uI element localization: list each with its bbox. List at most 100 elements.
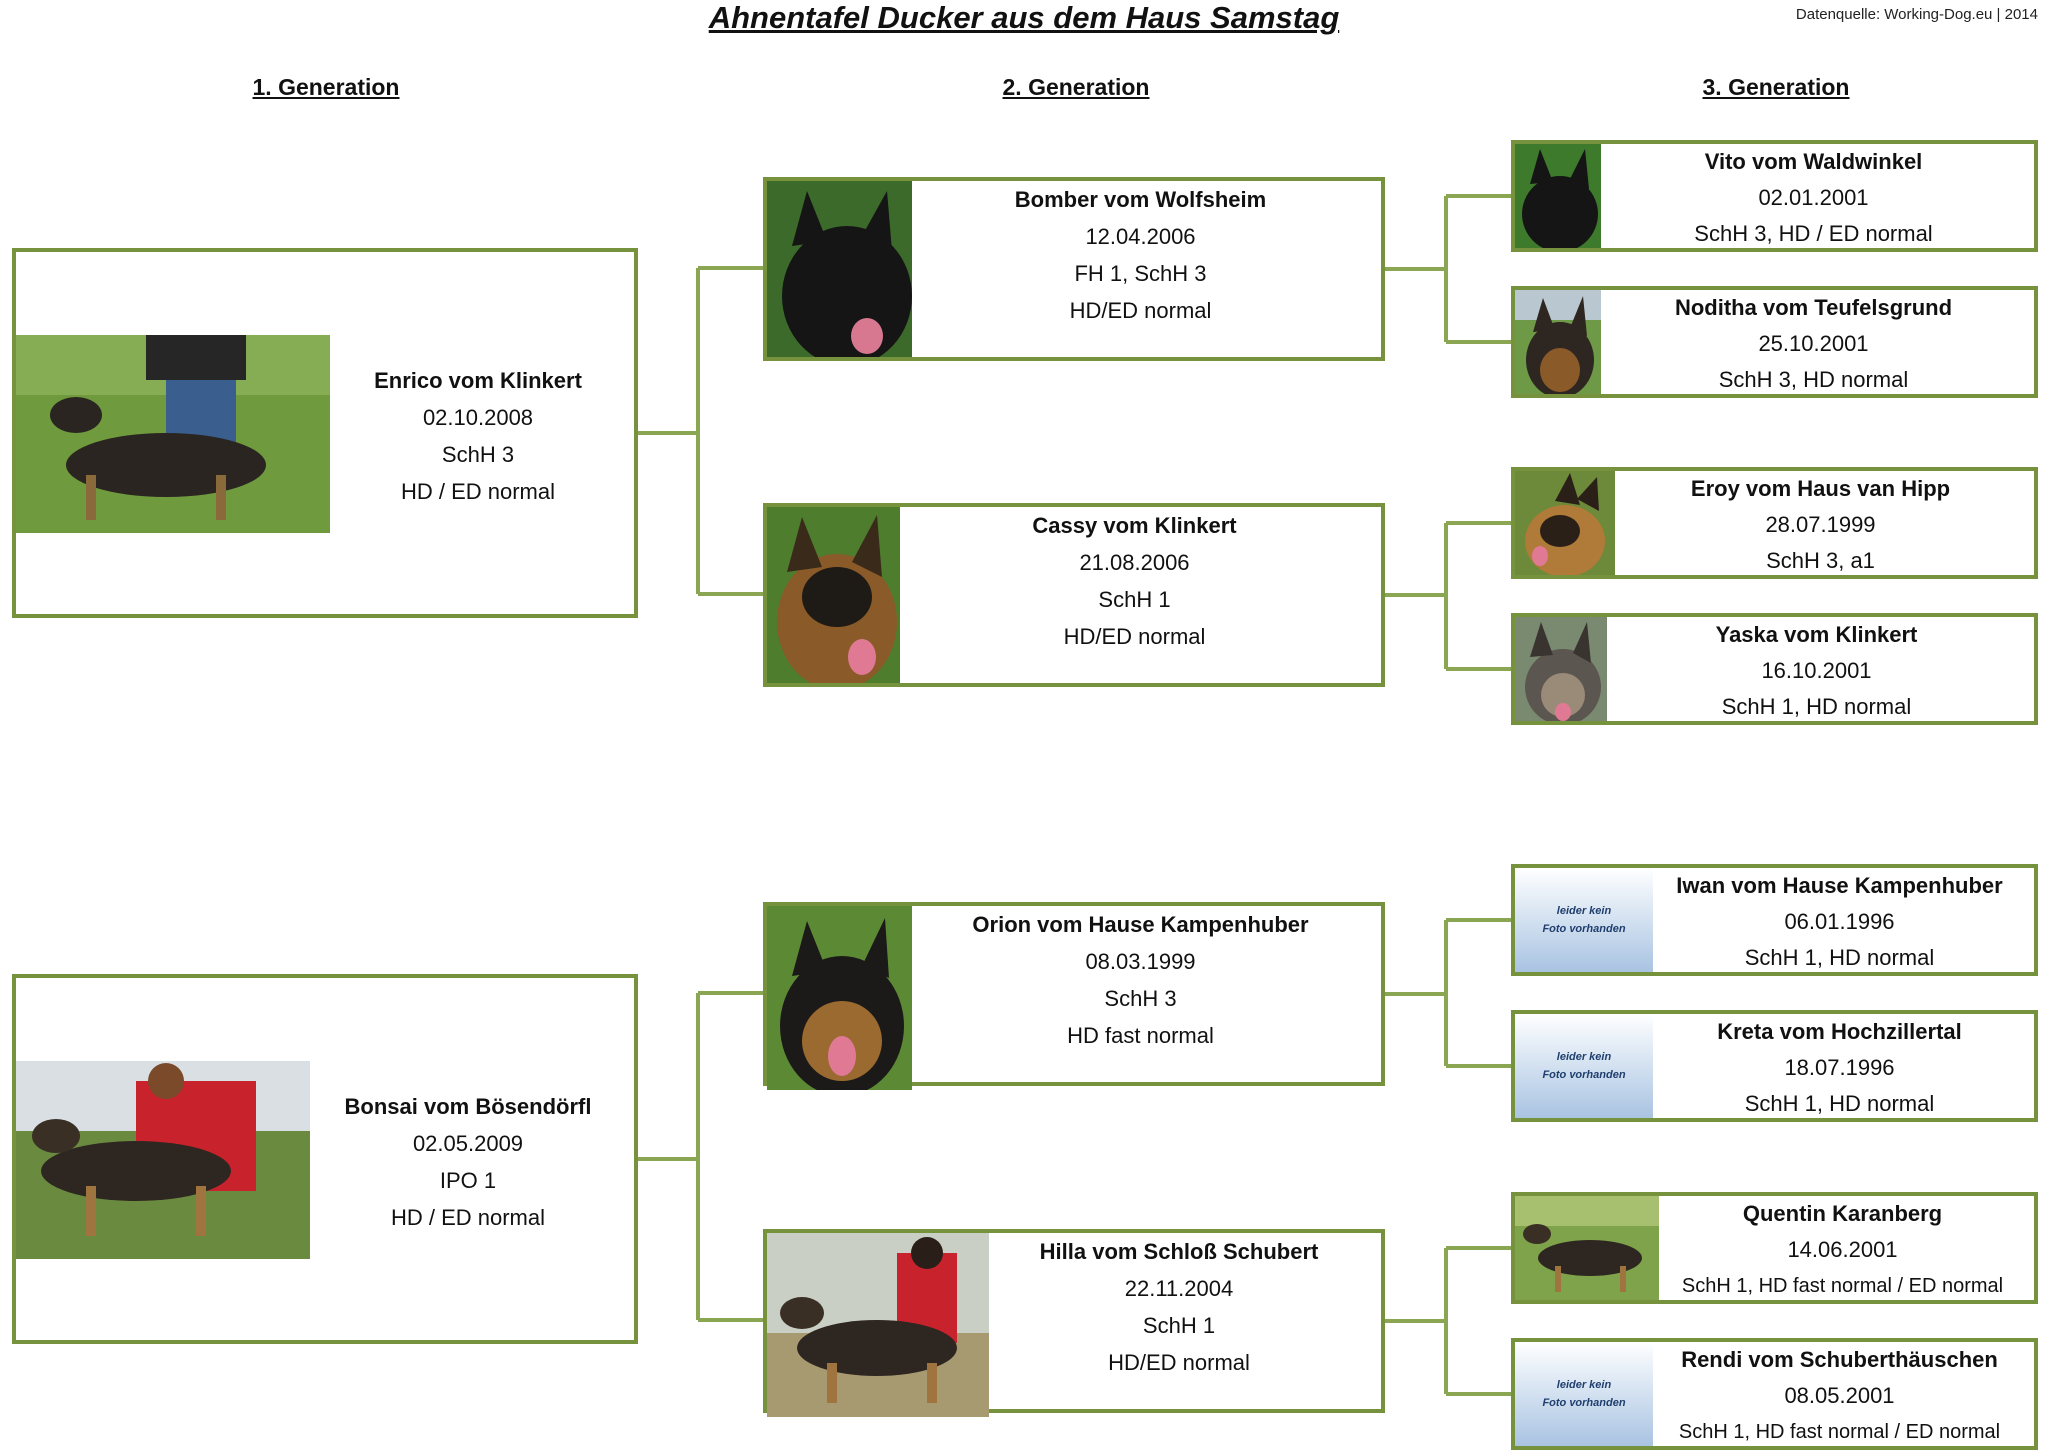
dog-photo-vito	[1515, 144, 1601, 248]
dog-info-orion: Orion vom Hause Kampenhuber 08.03.1999 S…	[912, 906, 1369, 1054]
connector-line-2	[1385, 194, 1511, 344]
dog-title: SchH 1	[1098, 587, 1171, 612]
dog-card-rendi[interactable]: leider kein Foto vorhanden Rendi vom Sch…	[1511, 1338, 2038, 1450]
dog-name: Eroy vom Haus van Hipp	[1690, 476, 1951, 501]
dog-card-iwan[interactable]: leider kein Foto vorhanden Iwan vom Haus…	[1511, 864, 2038, 976]
dog-name: Rendi vom Schuberthäuschen	[1681, 1347, 1998, 1372]
header-generation-1: 1. Generation	[252, 74, 400, 100]
dog-info-yaska: Yaska vom Klinkert 16.10.2001 SchH 1, HD…	[1607, 617, 2026, 725]
dog-name: Cassy vom Klinkert	[1032, 513, 1237, 538]
dog-card-bonsai[interactable]: Bonsai vom Bösendörfl 02.05.2009 IPO 1 H…	[12, 974, 638, 1344]
dog-birthdate: 02.01.2001	[1758, 185, 1869, 210]
dog-title: SchH 1	[1142, 1313, 1216, 1338]
dog-name: Noditha vom Teufelsgrund	[1674, 295, 1953, 320]
dog-info-noditha: Noditha vom Teufelsgrund 25.10.2001 SchH…	[1601, 290, 2026, 398]
dog-card-bomber[interactable]: Bomber vom Wolfsheim 12.04.2006 FH 1, Sc…	[763, 177, 1385, 361]
dog-name: Bonsai vom Bösendörfl	[344, 1094, 592, 1119]
dog-title: FH 1, SchH 3	[1074, 261, 1207, 286]
dog-health: HD / ED normal	[390, 1205, 546, 1230]
dog-card-yaska[interactable]: Yaska vom Klinkert 16.10.2001 SchH 1, HD…	[1511, 613, 2038, 725]
dog-info-eroy: Eroy vom Haus van Hipp 28.07.1999 SchH 3…	[1615, 471, 2026, 579]
dog-name: Iwan vom Hause Kampenhuber	[1676, 873, 2003, 898]
dog-title: SchH 3	[441, 442, 515, 467]
dog-card-noditha[interactable]: Noditha vom Teufelsgrund 25.10.2001 SchH…	[1511, 286, 2038, 398]
dog-card-kreta[interactable]: leider kein Foto vorhanden Kreta vom Hoc…	[1511, 1010, 2038, 1122]
dog-birthdate: 21.08.2006	[1079, 550, 1190, 575]
dog-health: HD/ED normal	[1108, 1350, 1250, 1375]
connector-line-4	[1385, 918, 1511, 1068]
dog-info-kreta: Kreta vom Hochzillertal 18.07.1996 SchH …	[1653, 1014, 2026, 1122]
dog-birthdate: 16.10.2001	[1761, 658, 1872, 683]
dog-birthdate: 08.03.1999	[1085, 949, 1196, 974]
connector-line-3	[1385, 521, 1511, 671]
dog-info-quentin: Quentin Karanberg 14.06.2001 SchH 1, HD …	[1659, 1196, 2026, 1304]
page-title: Ahnentafel Ducker aus dem Haus Samstag	[708, 0, 1340, 35]
dog-title-health: SchH 3, HD normal	[1718, 367, 1909, 392]
dog-birthdate: 18.07.1996	[1784, 1055, 1895, 1080]
dog-title-health: SchH 1, HD normal	[1721, 694, 1912, 719]
dog-health: HD / ED normal	[400, 479, 556, 504]
dog-title-health: SchH 1, HD normal	[1744, 1091, 1935, 1116]
dog-photo-bonsai	[16, 1061, 310, 1259]
dog-health: HD/ED normal	[1063, 624, 1206, 649]
header-generation-3: 3. Generation	[1702, 74, 1850, 100]
dog-name: Vito vom Waldwinkel	[1704, 149, 1923, 174]
dog-name: Quentin Karanberg	[1742, 1201, 1943, 1226]
dog-photo-hilla	[767, 1233, 989, 1417]
dog-card-orion[interactable]: Orion vom Hause Kampenhuber 08.03.1999 S…	[763, 902, 1385, 1090]
dog-name: Bomber vom Wolfsheim	[1014, 187, 1267, 212]
dog-birthdate: 25.10.2001	[1758, 331, 1869, 356]
dog-birthdate: 02.10.2008	[422, 405, 534, 430]
dog-title-health: SchH 1, HD fast normal / ED normal	[1681, 1275, 2004, 1297]
dog-card-eroy[interactable]: Eroy vom Haus van Hipp 28.07.1999 SchH 3…	[1511, 467, 2038, 579]
dog-photo-quentin	[1515, 1196, 1659, 1300]
dog-card-hilla[interactable]: Hilla vom Schloß Schubert 22.11.2004 Sch…	[763, 1229, 1385, 1417]
dog-title: SchH 3	[1104, 986, 1177, 1011]
dog-title-health: SchH 1, HD normal	[1744, 945, 1935, 970]
dog-birthdate: 28.07.1999	[1765, 512, 1876, 537]
dog-health: HD fast normal	[1067, 1023, 1214, 1048]
dog-photo-orion	[767, 906, 912, 1090]
dog-name: Yaska vom Klinkert	[1715, 622, 1918, 647]
header-generation-2: 2. Generation	[1002, 74, 1150, 100]
no-photo-placeholder: leider kein Foto vorhanden	[1515, 868, 1653, 972]
connector-line-0	[638, 266, 763, 596]
dog-info-rendi: Rendi vom Schuberthäuschen 08.05.2001 Sc…	[1653, 1342, 2026, 1450]
dog-info-cassy: Cassy vom Klinkert 21.08.2006 SchH 1 HD/…	[900, 507, 1369, 655]
dog-photo-enrico	[16, 335, 330, 533]
dog-card-enrico[interactable]: Enrico vom Klinkert 02.10.2008 SchH 3 HD…	[12, 248, 638, 618]
dog-name: Enrico vom Klinkert	[374, 368, 582, 393]
dog-info-enrico: Enrico vom Klinkert 02.10.2008 SchH 3 HD…	[330, 362, 626, 510]
dog-photo-bomber	[767, 181, 912, 357]
dog-info-bomber: Bomber vom Wolfsheim 12.04.2006 FH 1, Sc…	[912, 181, 1369, 329]
dog-info-bonsai: Bonsai vom Bösendörfl 02.05.2009 IPO 1 H…	[310, 1088, 626, 1236]
dog-photo-yaska	[1515, 617, 1607, 721]
no-photo-placeholder: leider kein Foto vorhanden	[1515, 1014, 1653, 1118]
dog-birthdate: 02.05.2009	[412, 1131, 524, 1156]
dog-birthdate: 08.05.2001	[1784, 1383, 1895, 1408]
no-photo-placeholder: leider kein Foto vorhanden	[1515, 1342, 1653, 1446]
dog-name: Hilla vom Schloß Schubert	[1039, 1239, 1319, 1264]
dog-card-cassy[interactable]: Cassy vom Klinkert 21.08.2006 SchH 1 HD/…	[763, 503, 1385, 687]
dog-title: IPO 1	[439, 1168, 497, 1193]
connector-line-1	[638, 991, 763, 1322]
dog-name: Orion vom Hause Kampenhuber	[972, 912, 1309, 937]
dog-title-health: SchH 3, a1	[1766, 548, 1875, 573]
dog-info-hilla: Hilla vom Schloß Schubert 22.11.2004 Sch…	[989, 1233, 1369, 1381]
dog-card-quentin[interactable]: Quentin Karanberg 14.06.2001 SchH 1, HD …	[1511, 1192, 2038, 1304]
dog-info-vito: Vito vom Waldwinkel 02.01.2001 SchH 3, H…	[1601, 144, 2026, 252]
data-source-note: Datenquelle: Working-Dog.eu | 2014	[1795, 6, 2038, 23]
dog-info-iwan: Iwan vom Hause Kampenhuber 06.01.1996 Sc…	[1653, 868, 2026, 976]
dog-photo-cassy	[767, 507, 900, 683]
dog-title-health: SchH 3, HD / ED normal	[1694, 221, 1933, 246]
dog-birthdate: 06.01.1996	[1784, 909, 1895, 934]
dog-photo-noditha	[1515, 290, 1601, 394]
dog-photo-eroy	[1515, 471, 1615, 575]
dog-title-health: SchH 1, HD fast normal / ED normal	[1678, 1421, 2001, 1443]
dog-birthdate: 22.11.2004	[1124, 1276, 1234, 1301]
dog-birthdate: 14.06.2001	[1787, 1237, 1898, 1262]
dog-birthdate: 12.04.2006	[1085, 224, 1196, 249]
dog-card-vito[interactable]: Vito vom Waldwinkel 02.01.2001 SchH 3, H…	[1511, 140, 2038, 252]
dog-health: HD/ED normal	[1069, 298, 1212, 323]
